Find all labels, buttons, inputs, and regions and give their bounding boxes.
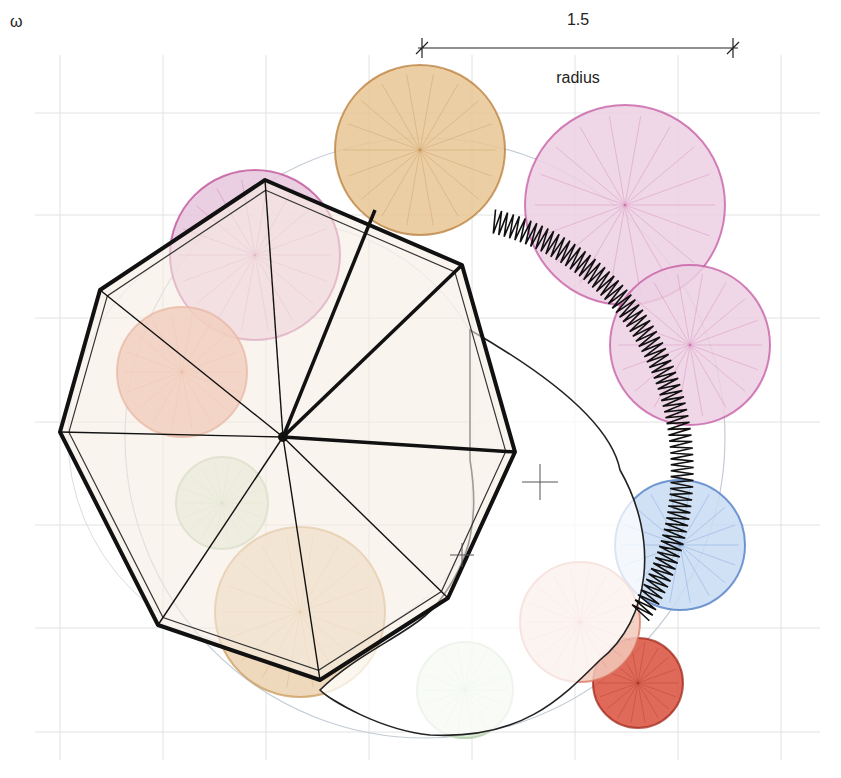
plant-texture bbox=[348, 124, 420, 150]
roof-rafter bbox=[265, 180, 283, 437]
plant-texture bbox=[420, 124, 492, 150]
plant-texture bbox=[625, 205, 694, 263]
sheet-number: ω bbox=[10, 12, 23, 31]
plant-texture bbox=[540, 174, 625, 205]
plant-texture bbox=[420, 150, 479, 199]
plant-texture bbox=[638, 683, 669, 709]
roof-rafter bbox=[283, 265, 462, 437]
plant-texture bbox=[625, 127, 670, 205]
plant-texture bbox=[625, 147, 694, 205]
pavilion-roof-inner bbox=[69, 190, 506, 670]
grid bbox=[35, 55, 820, 760]
plant-texture bbox=[690, 345, 758, 370]
plant-texture bbox=[361, 101, 420, 150]
plant-texture bbox=[625, 174, 710, 205]
roof-rafter bbox=[283, 210, 375, 437]
plant-texture bbox=[638, 683, 679, 684]
plant-texture bbox=[600, 683, 638, 697]
plant-texture bbox=[680, 525, 735, 545]
plant-texture bbox=[420, 150, 492, 176]
dimension-value: 1.5 bbox=[567, 10, 589, 29]
plant-texture bbox=[618, 683, 638, 718]
plant-texture bbox=[420, 150, 497, 151]
plant-symbol bbox=[335, 65, 505, 235]
plant-texture bbox=[638, 683, 676, 697]
plant-texture bbox=[348, 150, 420, 176]
plant-texture bbox=[420, 84, 458, 150]
plant-canopy bbox=[335, 65, 505, 235]
pavilion-roof bbox=[60, 180, 515, 680]
plant-texture bbox=[638, 648, 658, 683]
plant-texture bbox=[635, 345, 690, 391]
plant-texture bbox=[690, 299, 745, 345]
plant-symbol bbox=[610, 265, 770, 425]
plant-texture bbox=[420, 101, 479, 150]
plant-texture bbox=[598, 683, 639, 684]
plant-texture bbox=[535, 205, 625, 206]
plant-texture bbox=[625, 205, 715, 206]
plant-texture bbox=[690, 345, 745, 391]
grid-line bbox=[781, 55, 782, 760]
plant-texture bbox=[690, 345, 762, 346]
roof-rafter bbox=[60, 432, 283, 437]
plant-texture bbox=[609, 116, 625, 205]
plant-texture bbox=[618, 345, 690, 346]
plant-texture bbox=[625, 205, 641, 294]
centre-mark bbox=[522, 464, 558, 500]
roof-rafter bbox=[100, 290, 283, 437]
hedge-line bbox=[493, 209, 693, 620]
plant-texture bbox=[638, 669, 676, 683]
plant-texture bbox=[638, 683, 645, 723]
roof-rafter bbox=[158, 437, 283, 625]
plant-texture bbox=[420, 150, 433, 225]
plant-texture bbox=[382, 150, 420, 216]
plant-texture bbox=[677, 274, 690, 345]
grid-line bbox=[60, 55, 61, 760]
plant-texture bbox=[625, 205, 710, 236]
plant-texture bbox=[607, 683, 638, 709]
roof-rafter bbox=[283, 437, 515, 452]
plant-texture bbox=[361, 150, 420, 199]
plant-texture bbox=[690, 320, 758, 345]
plant-texture bbox=[638, 657, 669, 683]
plant-texture bbox=[344, 150, 421, 151]
plant-texture bbox=[690, 283, 726, 345]
plant-texture bbox=[680, 545, 725, 583]
plant-texture bbox=[407, 75, 420, 150]
plant-texture bbox=[680, 545, 690, 603]
roof-rafter bbox=[283, 437, 320, 680]
plant-texture bbox=[680, 545, 739, 546]
dimension-line bbox=[416, 38, 739, 58]
roof-rafter bbox=[283, 437, 448, 598]
centre-mark bbox=[450, 543, 474, 567]
plant-texture bbox=[680, 545, 735, 565]
plant-texture bbox=[690, 345, 703, 416]
dimension-label: radius bbox=[556, 68, 600, 87]
plant-canopy bbox=[610, 265, 770, 425]
roof-hub bbox=[278, 432, 288, 442]
plant-texture bbox=[556, 147, 625, 205]
